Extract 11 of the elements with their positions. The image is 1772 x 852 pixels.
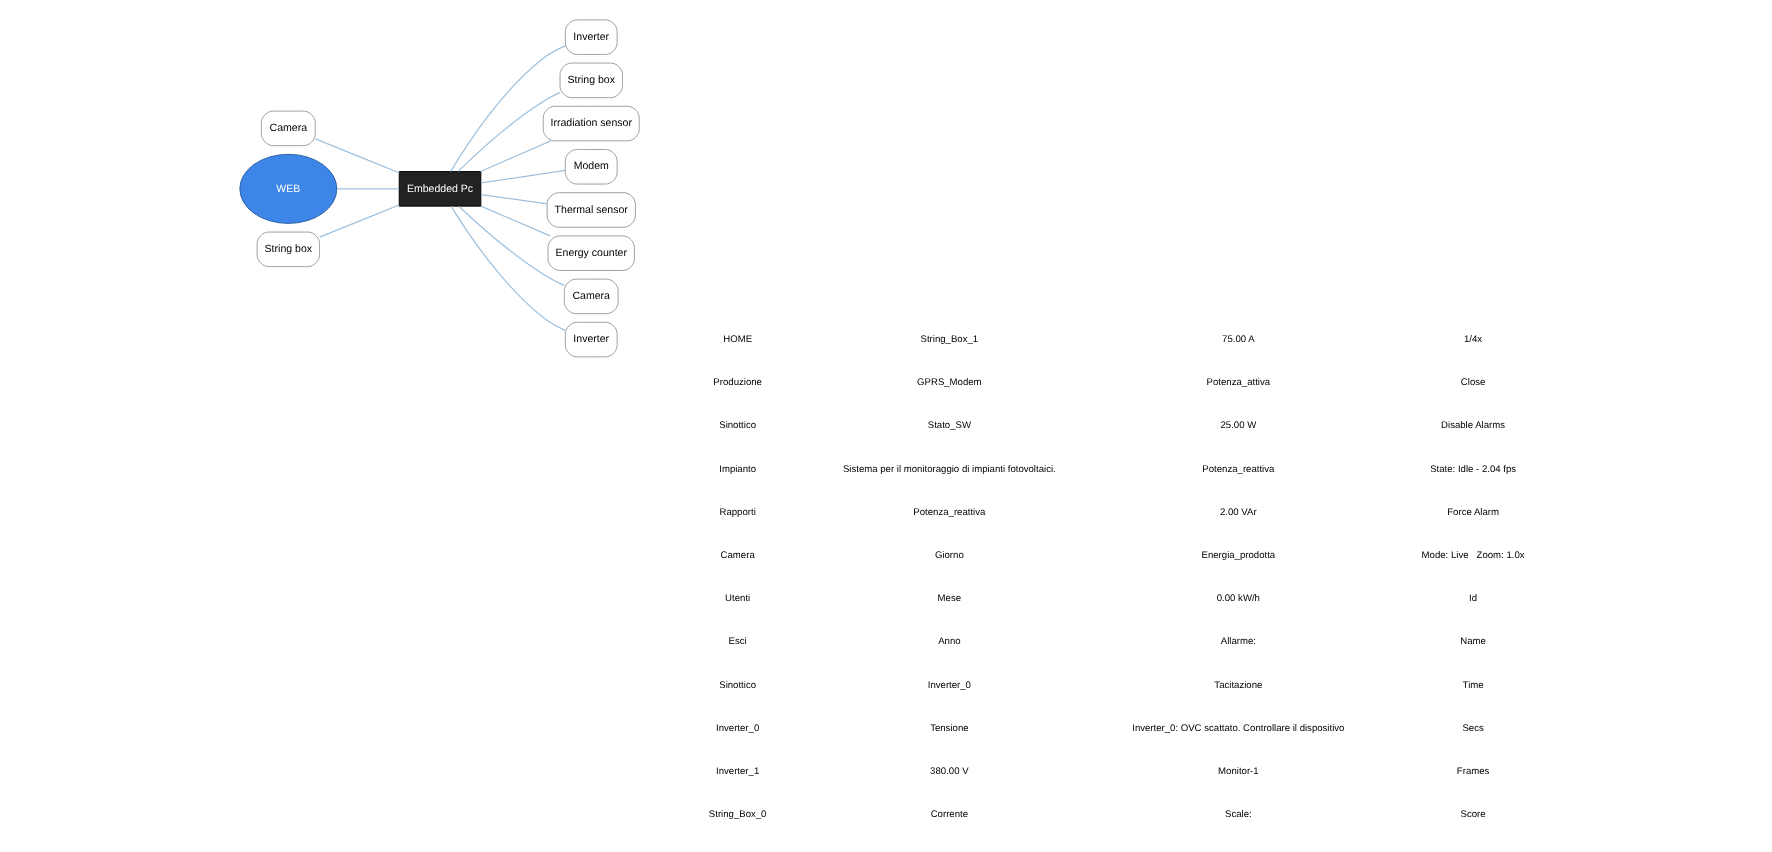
- connector: [450, 205, 566, 331]
- connector: [336, 188, 400, 190]
- connector: [480, 205, 551, 237]
- connector: [314, 138, 400, 174]
- connector: [457, 91, 561, 173]
- connector: [458, 205, 565, 287]
- connector: [480, 193, 548, 205]
- connector: [450, 45, 566, 173]
- connector: [318, 204, 400, 238]
- connector: [480, 169, 566, 184]
- connector: [479, 140, 552, 173]
